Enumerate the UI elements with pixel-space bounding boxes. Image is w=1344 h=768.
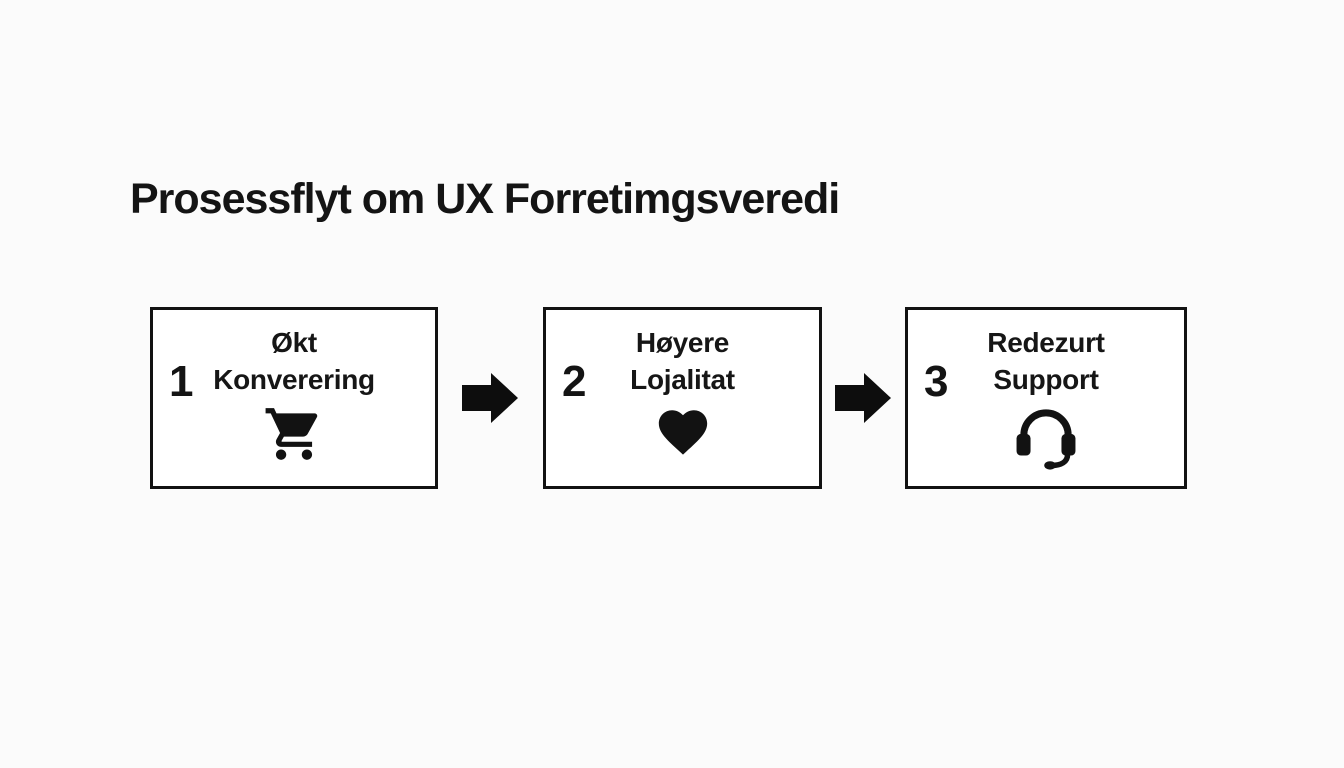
flow-arrow-icon bbox=[834, 370, 893, 426]
step-box-3: 3 Redezurt Support bbox=[905, 307, 1187, 489]
flow-arrow-icon bbox=[461, 370, 520, 426]
step-label-line2: Lojalitat bbox=[630, 364, 735, 395]
headset-icon bbox=[1011, 403, 1081, 473]
step-label: Økt Konverering bbox=[213, 324, 375, 398]
step-number: 3 bbox=[924, 357, 949, 406]
step-label-line2: Support bbox=[993, 364, 1099, 395]
page-title: Prosessflyt om UX Forretimgsveredi bbox=[130, 174, 840, 223]
heart-icon bbox=[654, 403, 712, 461]
step-box-1: 1 Økt Konverering bbox=[150, 307, 438, 489]
step-label-line1: Redezurt bbox=[987, 327, 1105, 358]
step-number: 2 bbox=[562, 357, 587, 406]
process-flow-row: 1 Økt Konverering 2 Høyere Lojalitat bbox=[150, 307, 1187, 489]
step-label: Høyere Lojalitat bbox=[630, 324, 735, 398]
step-label-line1: Økt bbox=[271, 327, 317, 358]
flow-connector-1 bbox=[438, 307, 543, 489]
flow-connector-2 bbox=[822, 307, 905, 489]
shopping-cart-icon bbox=[263, 403, 325, 465]
step-box-2: 2 Høyere Lojalitat bbox=[543, 307, 822, 489]
step-number: 1 bbox=[169, 357, 194, 406]
step-label: Redezurt Support bbox=[987, 324, 1105, 398]
step-label-line2: Konverering bbox=[213, 364, 375, 395]
step-label-line1: Høyere bbox=[635, 327, 730, 358]
